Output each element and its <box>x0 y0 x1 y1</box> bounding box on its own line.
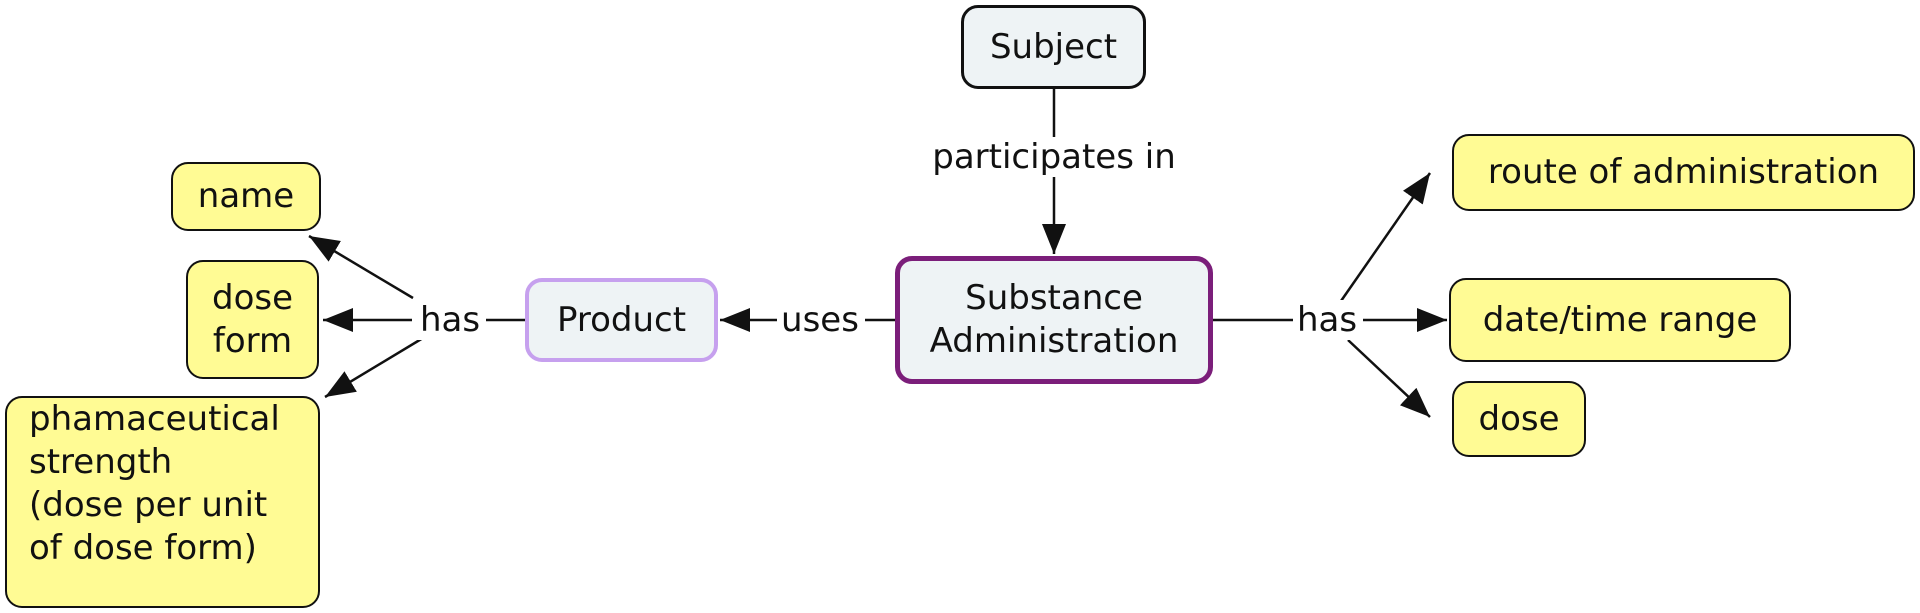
substance-label-line2: Administration <box>929 321 1179 361</box>
dose-label: dose <box>1478 398 1560 439</box>
dose-form-label-line2: form <box>212 320 293 361</box>
product-node[interactable]: Product <box>525 278 718 362</box>
strength-label-line1: phamaceutical <box>29 399 280 439</box>
line-has-to-name <box>308 234 414 300</box>
product-label: Product <box>556 299 687 340</box>
datetime-label: date/time range <box>1482 299 1758 340</box>
substance-administration-node[interactable]: Substance Administration <box>895 256 1213 384</box>
subject-label: Subject <box>989 26 1118 67</box>
substance-label-line1: Substance <box>965 278 1143 318</box>
dose-form-label-line1: dose <box>211 277 293 318</box>
link-has-right: has <box>1293 300 1361 340</box>
dose-form-node[interactable]: dose form <box>186 260 319 379</box>
route-label: route of administration <box>1487 152 1880 192</box>
strength-label-line2: strength <box>29 442 173 482</box>
subject-node[interactable]: Subject <box>961 5 1146 89</box>
line-has-to-strength <box>324 336 424 399</box>
line-has-to-route <box>1339 172 1432 302</box>
strength-label-line3: (dose per unit <box>29 485 268 525</box>
route-of-administration-node[interactable]: route of administration <box>1452 134 1915 211</box>
link-has-left: has <box>416 300 484 340</box>
line-has-to-dose <box>1347 339 1431 418</box>
strength-label-line4: of dose form) <box>29 528 257 568</box>
link-participates-in: participates in <box>929 137 1179 177</box>
pharmaceutical-strength-node[interactable]: phamaceutical strength (dose per unit of… <box>5 396 320 608</box>
link-uses: uses <box>778 300 862 340</box>
name-label: name <box>197 176 295 216</box>
name-node[interactable]: name <box>171 162 321 231</box>
date-time-range-node[interactable]: date/time range <box>1449 278 1791 362</box>
dose-node[interactable]: dose <box>1452 381 1586 457</box>
